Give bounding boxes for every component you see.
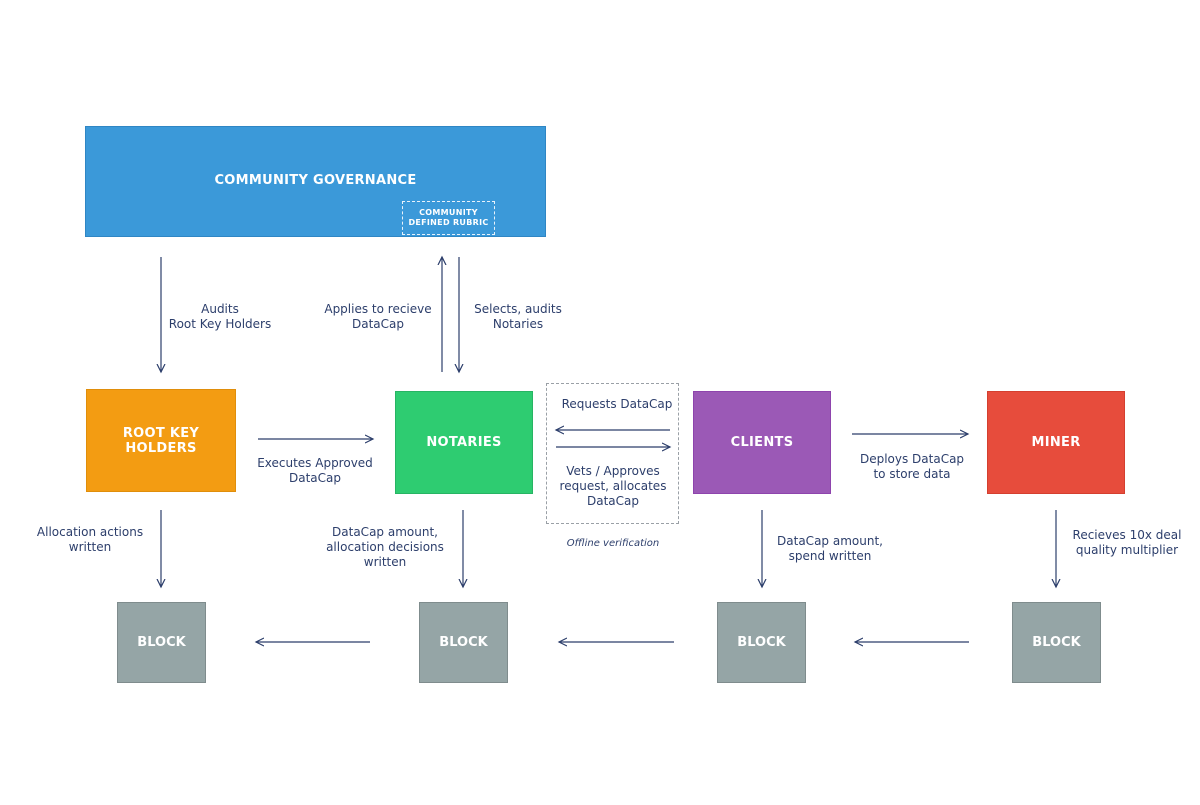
label-vets-approves: Vets / Approves request, allocates DataC… [559,464,667,508]
label-client-written: DataCap amount, spend written [777,534,883,563]
clients-box: CLIENTS [693,391,831,494]
label-requests-datacap: Requests DataCap [561,397,673,411]
label-audits-root-key-holders: Audits Root Key Holders [168,302,272,331]
block-label: BLOCK [737,635,786,650]
block-clients: BLOCK [717,602,806,683]
community-defined-rubric-box: COMMUNITY DEFINED RUBRIC [402,201,495,235]
block-label: BLOCK [1032,635,1081,650]
label-offline-verification: Offline verification [566,538,660,549]
block-label: BLOCK [137,635,186,650]
offline-verification-box [546,383,679,524]
root-key-holders-label: ROOT KEY HOLDERS [122,425,200,456]
miner-box: MINER [987,391,1125,494]
miner-label: MINER [1031,435,1081,450]
clients-label: CLIENTS [730,435,794,450]
notaries-label: NOTARIES [426,435,502,450]
label-selects-audits: Selects, audits Notaries [474,302,562,331]
label-executes-approved: Executes Approved DataCap [257,456,373,485]
label-allocation-actions: Allocation actions written [36,525,144,554]
community-governance-title: COMMUNITY GOVERNANCE [214,173,417,188]
label-deploys-datacap: Deploys DataCap to store data [859,452,965,481]
label-notary-written: DataCap amount, allocation decisions wri… [326,525,444,569]
block-notaries: BLOCK [419,602,508,683]
label-applies-to-receive: Applies to recieve DataCap [324,302,432,331]
block-label: BLOCK [439,635,488,650]
notaries-box: NOTARIES [395,391,533,494]
community-defined-rubric-label: COMMUNITY DEFINED RUBRIC [408,208,489,227]
root-key-holders-box: ROOT KEY HOLDERS [86,389,236,492]
block-miner: BLOCK [1012,602,1101,683]
block-root-key: BLOCK [117,602,206,683]
label-miner-receives: Recieves 10x deal quality multiplier [1072,528,1182,557]
community-governance-box: COMMUNITY GOVERNANCE COMMUNITY DEFINED R… [85,126,546,237]
